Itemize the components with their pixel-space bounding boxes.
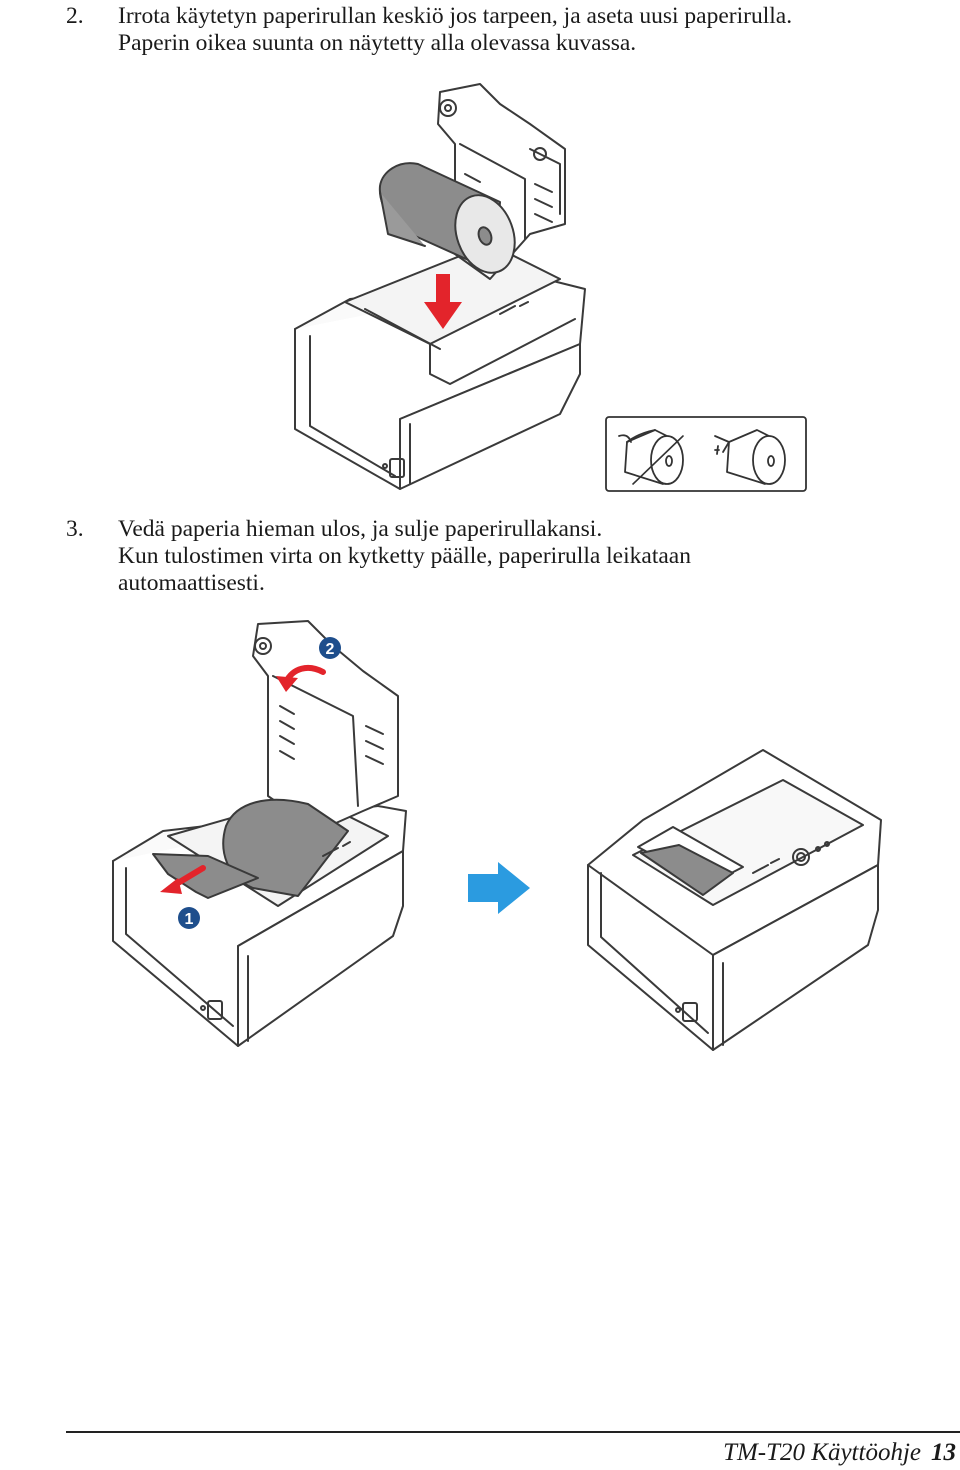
printer-loading-illustration bbox=[294, 83, 586, 490]
roll-orientation-illustration bbox=[605, 416, 807, 492]
printer-pull-paper-illustration: 1 2 bbox=[112, 620, 407, 1047]
printer-closed-illustration bbox=[587, 749, 882, 1051]
step-number: 3. bbox=[66, 516, 84, 542]
power-button bbox=[792, 848, 810, 866]
step-badge-2: 2 bbox=[319, 637, 341, 659]
step-text: Irrota käytetyn paperirullan keskiö jos … bbox=[118, 3, 946, 57]
manual-title: TM-T20 Käyttöohje bbox=[723, 1439, 921, 1466]
step-text-line: Vedä paperia hieman ulos, ja sulje paper… bbox=[118, 516, 603, 542]
paper-sheet-icon bbox=[640, 844, 734, 896]
step-text: Vedä paperia hieman ulos, ja sulje paper… bbox=[118, 516, 946, 597]
step-text-line: Paperin oikea suunta on näytetty alla ol… bbox=[118, 30, 637, 56]
correct-roll-icon bbox=[714, 429, 786, 485]
footer-divider bbox=[66, 1431, 960, 1433]
wrong-roll-icon bbox=[618, 429, 684, 485]
insert-arrow-icon bbox=[424, 274, 462, 329]
step-text-line: Kun tulostimen virta on kytketty päälle,… bbox=[118, 543, 691, 569]
step-text-line: Irrota käytetyn paperirullan keskiö jos … bbox=[118, 3, 793, 29]
paper-compartment bbox=[344, 243, 561, 345]
step-2: 2. Irrota käytetyn paperirullan keskiö j… bbox=[66, 3, 946, 57]
page-number: 13 bbox=[931, 1439, 956, 1466]
step-text-line: automaattisesti. bbox=[118, 570, 265, 596]
step-badge-label: 2 bbox=[326, 641, 335, 658]
step-3: 3. Vedä paperia hieman ulos, ja sulje pa… bbox=[66, 516, 946, 597]
step-badge-label: 1 bbox=[185, 911, 194, 928]
step-badge-1: 1 bbox=[178, 907, 200, 929]
paper-roll-icon bbox=[378, 162, 516, 274]
page-footer: TM-T20 Käyttöohje 13 bbox=[723, 1438, 956, 1468]
paper-sheet-icon bbox=[152, 853, 259, 899]
step-number: 2. bbox=[66, 3, 84, 29]
paper-roll-icon bbox=[222, 798, 349, 897]
transition-arrow-icon bbox=[468, 862, 530, 914]
